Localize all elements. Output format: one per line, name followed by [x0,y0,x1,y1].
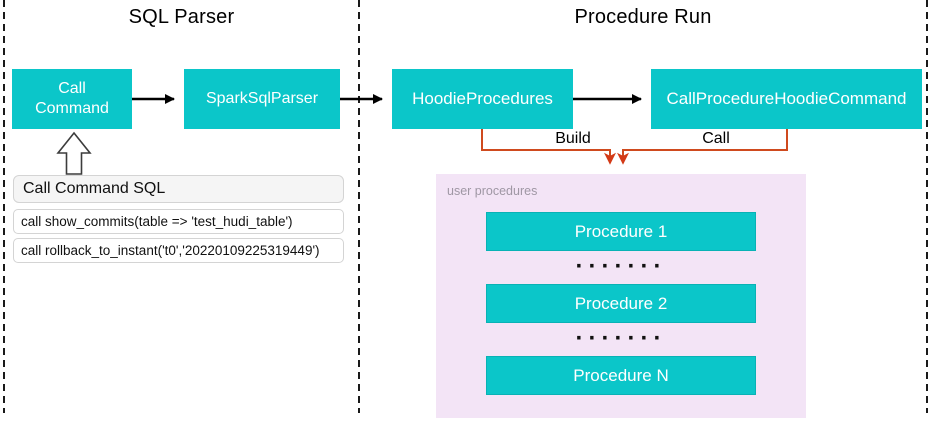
procedure-box-2: Procedure 2 [486,284,756,323]
user-procedures-panel: user procedures Procedure 1 ······· Proc… [436,174,806,418]
procedure-box-n-label: Procedure N [573,365,669,385]
user-procedures-caption: user procedures [447,184,538,198]
dots-separator-2: ······· [575,332,667,352]
node-sparksqlparser: SparkSqlParser [184,69,340,129]
node-call-command-line1: Call [58,80,86,97]
dots-separator-1: ······· [575,260,667,280]
node-call-command-line2: Command [35,100,109,117]
node-hoodieprocedures: HoodieProcedures [392,69,573,129]
sql-panel-header: Call Command SQL [13,175,344,203]
procedure-box-n: Procedure N [486,356,756,395]
node-call-command: Call Command [12,69,132,129]
edge-label-call: Call [702,130,730,147]
node-callprocedurehoodiecommand-label: CallProcedureHoodieCommand [666,89,907,109]
call-connector-arrow [617,129,788,165]
node-sparksqlparser-label: SparkSqlParser [205,90,319,107]
procedure-box-1: Procedure 1 [486,212,756,251]
section-title-procedure-run: Procedure Run [574,6,712,28]
node-hoodieprocedures-label: HoodieProcedures [412,89,553,109]
sql-panel-row-2: call rollback_to_instant('t0','202201092… [13,238,344,263]
procedure-box-1-label: Procedure 1 [574,221,668,241]
hollow-up-arrow-icon [56,131,92,175]
procedure-box-2-label: Procedure 2 [574,293,668,313]
section-title-sql-parser: SQL Parser [128,6,235,28]
edge-label-build: Build [555,130,591,147]
build-connector-arrow [481,129,616,165]
node-callprocedurehoodiecommand: CallProcedureHoodieCommand [651,69,922,129]
sql-panel-row-1: call show_commits(table => 'test_hudi_ta… [13,209,344,234]
